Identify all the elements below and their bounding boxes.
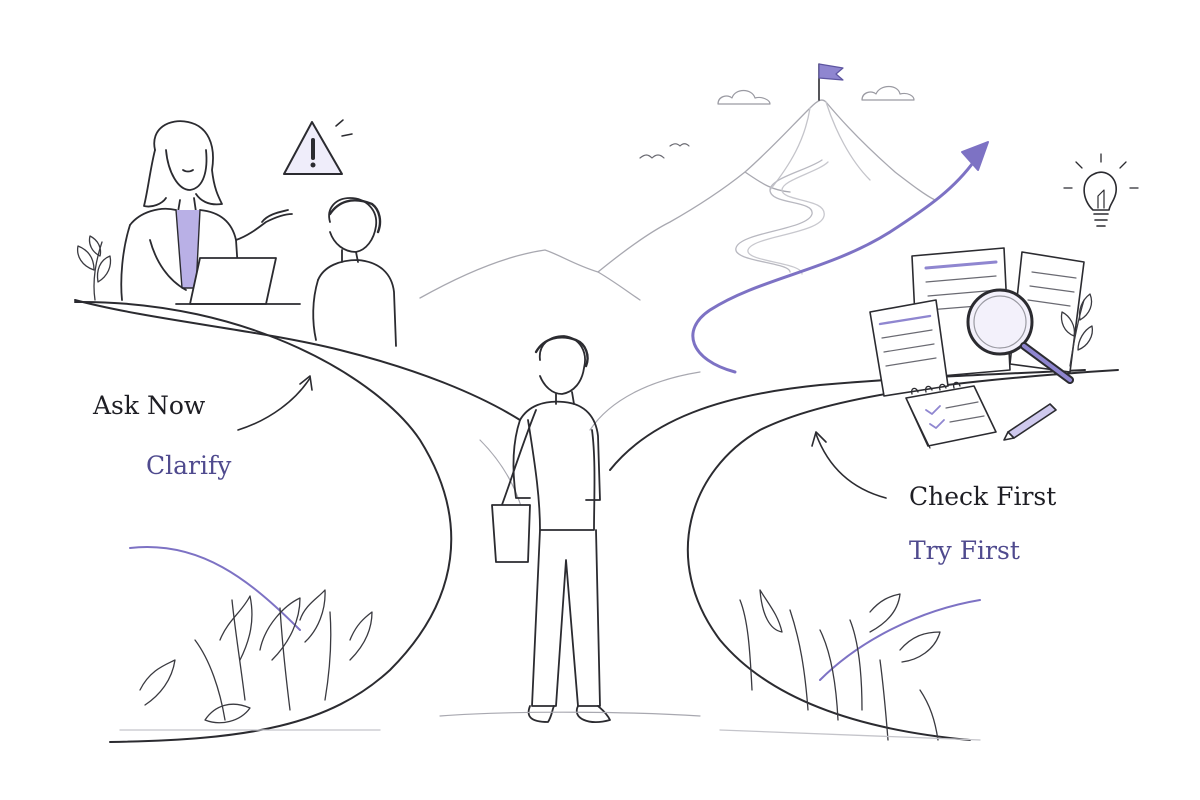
arrow-icon	[237, 375, 313, 431]
right-path	[609, 369, 1119, 741]
right-primary-label: Check First	[909, 482, 1057, 511]
listener-figure	[312, 197, 397, 347]
cloud-icon	[861, 85, 915, 101]
warning-icon	[283, 119, 353, 175]
cloud-icon	[717, 89, 771, 105]
arrow-icon	[691, 141, 989, 374]
advisor-figure	[120, 120, 301, 305]
bird-icon	[639, 143, 690, 159]
left-primary-label: Ask Now	[93, 391, 206, 420]
mountains	[419, 99, 936, 301]
pen	[1003, 403, 1057, 441]
plant-left	[76, 235, 112, 301]
left-path	[74, 299, 521, 743]
lightbulb-icon	[1063, 153, 1139, 227]
flag-icon	[818, 63, 844, 101]
left-secondary-label: Clarify	[146, 451, 232, 480]
plant-right	[1060, 293, 1094, 367]
arrow-icon	[811, 431, 887, 499]
right-secondary-label: Try First	[909, 536, 1020, 565]
traveler-figure	[439, 335, 701, 723]
grass-right	[719, 589, 981, 741]
notebook	[905, 381, 997, 449]
grass-left	[119, 546, 381, 731]
magnifier-icon	[966, 288, 1074, 384]
